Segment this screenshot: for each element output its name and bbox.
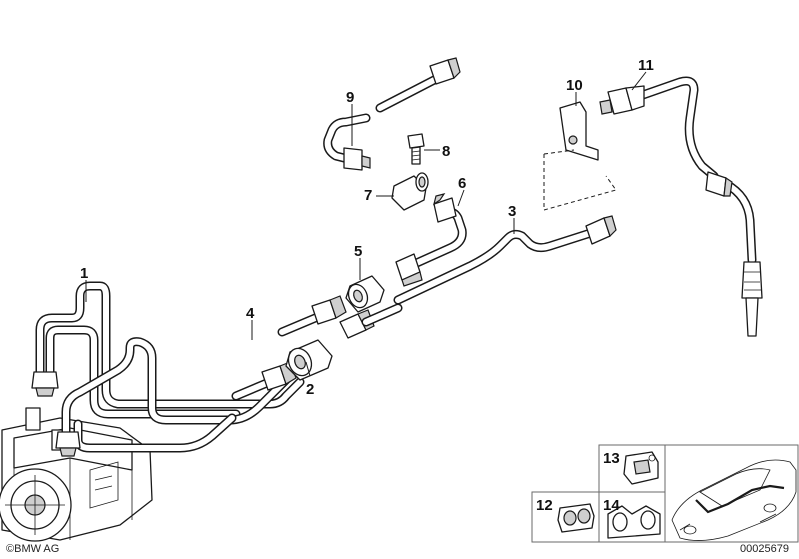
pipe-connector-fitting — [339, 303, 403, 339]
brake-pipe-9 — [323, 57, 461, 171]
brake-pipe-6 — [395, 193, 467, 287]
union-nut-2 — [285, 339, 333, 381]
callout-1: 1 — [80, 265, 88, 282]
clip-13 — [623, 451, 659, 485]
callout-10: 10 — [566, 77, 583, 94]
copyright-text: ©BMW AG — [6, 543, 59, 555]
callout-labels: 1 2 3 4 5 6 7 8 9 10 11 — [80, 57, 654, 398]
callout-5: 5 — [354, 243, 362, 260]
brake-hose-11 — [599, 76, 763, 337]
inset-panels: 13 12 14 — [531, 444, 799, 543]
callout-4: 4 — [246, 305, 255, 322]
callout-3: 3 — [508, 203, 516, 220]
bracket-10 — [543, 101, 617, 211]
brake-pipe-4-pieces — [231, 295, 347, 401]
union-nut-5 — [345, 275, 385, 313]
diagram-number: 00025679 — [740, 543, 789, 555]
callout-9: 9 — [346, 89, 354, 106]
callout-8: 8 — [442, 143, 450, 160]
callout-6: 6 — [458, 175, 466, 192]
clip-12 — [557, 503, 595, 533]
leader-lines — [85, 71, 647, 377]
callout-12: 12 — [536, 497, 553, 514]
clip-14 — [607, 505, 661, 539]
junction-block-7 — [391, 172, 429, 211]
callout-13: 13 — [603, 450, 620, 467]
callout-7: 7 — [364, 187, 372, 204]
car-location-sketch — [671, 459, 797, 541]
brake-pipe-3 — [393, 215, 617, 305]
callout-11: 11 — [638, 57, 654, 74]
brake-pipe-4 — [55, 337, 299, 457]
callout-14: 14 — [603, 497, 620, 514]
bolt-8 — [407, 133, 425, 165]
callout-2: 2 — [306, 381, 314, 398]
brake-pipe-1 — [31, 281, 305, 419]
